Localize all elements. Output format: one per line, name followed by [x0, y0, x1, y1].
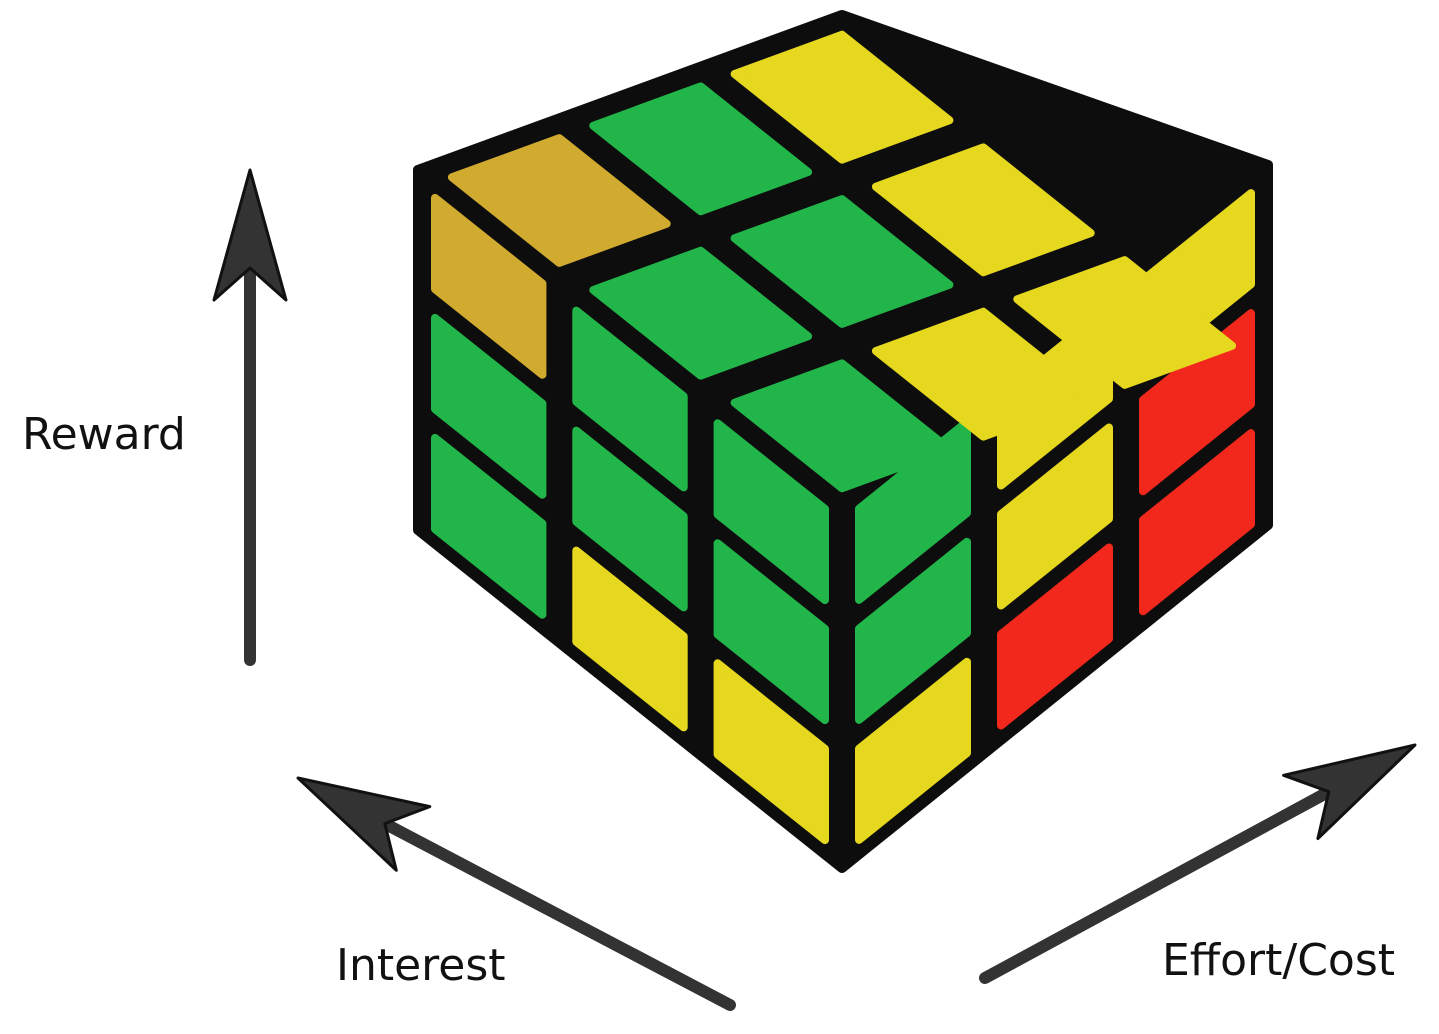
sticker-left-r2-c0: [431, 433, 547, 619]
sticker-top-r2-c1: [871, 307, 1095, 441]
sticker-left-r1-c2: [713, 539, 829, 725]
sticker-right-r2-c1: [997, 543, 1113, 730]
sticker-left-r0-c0: [431, 193, 547, 379]
interest-axis-label: Interest: [336, 940, 506, 991]
sticker-top-r0-c2: [730, 30, 954, 164]
sticker-right-r2-c2: [1139, 429, 1255, 616]
reward-arrow-head: [212, 168, 288, 302]
sticker-top-r0-c1: [589, 82, 813, 216]
sticker-left-r1-c1: [572, 426, 688, 612]
sticker-left-r2-c2: [713, 659, 829, 845]
effort-cost-axis-label: Effort/Cost: [1162, 935, 1396, 986]
sticker-right-r1-c0: [855, 537, 971, 724]
sticker-left-r0-c1: [572, 306, 688, 492]
effort-cost-arrow: [979, 743, 1417, 984]
sticker-left-r2-c1: [572, 546, 688, 732]
reward-arrow: [212, 168, 288, 666]
sticker-top-r1-c1: [730, 195, 954, 328]
sticker-top-r2-c2: [1013, 256, 1237, 389]
sticker-right-r2-c0: [855, 657, 971, 844]
effort-cost-arrow-shaft: [979, 785, 1335, 984]
left-face: [431, 193, 829, 845]
sticker-left-r0-c2: [713, 419, 829, 605]
sticker-right-r1-c1: [997, 423, 1113, 610]
sticker-top-r1-c2: [871, 143, 1095, 277]
sticker-top-r1-c0: [589, 246, 813, 380]
top-face: [447, 30, 1237, 493]
reward-axis-label: Reward: [22, 409, 186, 460]
interest-arrow-shaft: [378, 817, 736, 1011]
interest-arrow: [296, 776, 736, 1011]
interest-arrow-head: [296, 776, 432, 872]
sticker-left-r1-c0: [431, 313, 547, 499]
sticker-top-r0-c0: [447, 134, 671, 267]
sticker-top-r2-c0: [730, 359, 954, 493]
effort-cost-arrow-head: [1282, 743, 1417, 841]
